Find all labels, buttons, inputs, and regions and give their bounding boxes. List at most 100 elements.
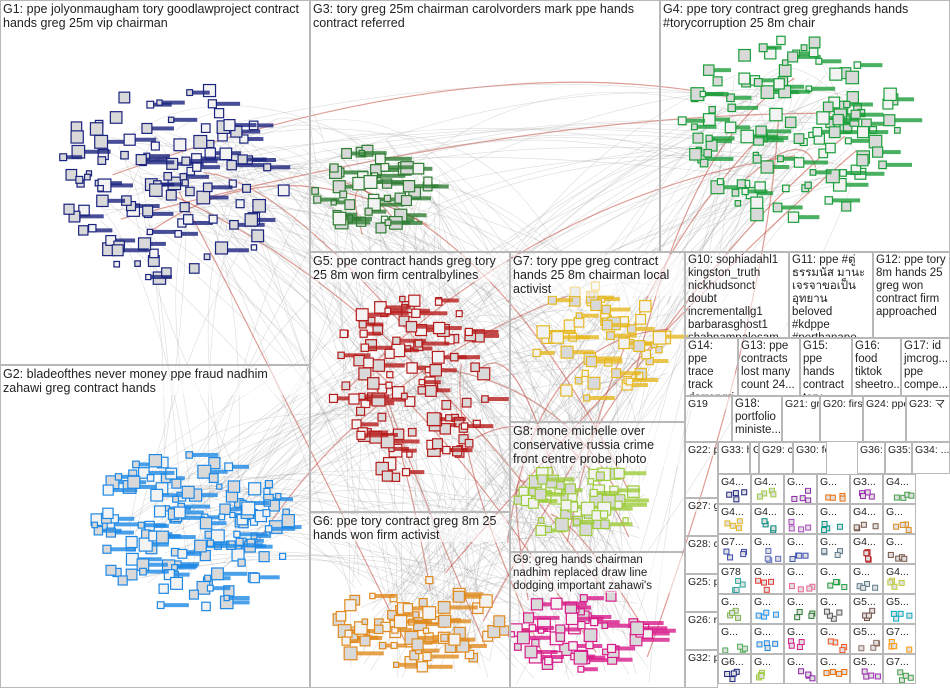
minor-group-panel: G7... — [883, 624, 916, 654]
minor-group-label: G4... — [721, 506, 748, 518]
minor-group-label: G... — [820, 566, 847, 578]
minor-group-panel: G... — [817, 474, 850, 504]
group-label-g4: G4: ppe tory contract greg greghands han… — [663, 2, 947, 30]
group-panel-g21: G21: greytfr... tillytu... — [782, 396, 820, 442]
group-label-g2: G2: bladeofthes never money ppe fraud na… — [3, 367, 307, 395]
group-label-g35: G35: tory... — [888, 444, 909, 456]
group-panel-g9: G9: greg hands chairman nadhim replaced … — [510, 552, 685, 688]
group-panel-g12: G12: ppe tory 8m hands 25 greg won contr… — [873, 252, 950, 338]
minor-group-panel: G4... — [751, 474, 784, 504]
minor-group-label: G... — [721, 626, 748, 638]
group-label-g10: G10: sophiadahl1 kingston_truth nickhuds… — [688, 254, 786, 338]
group-panel-g33: G33: hobb... — [718, 442, 750, 474]
minor-group-label: G... — [754, 596, 781, 608]
group-label-g15: G15: ppe hands contract tory day... — [803, 340, 849, 396]
group-panel-g36: G36: hos... — [857, 442, 885, 474]
group-panel-g34: G34: ... — [912, 442, 950, 474]
group-label-g14: G14: ppe trace track darrengri... billio… — [688, 340, 735, 396]
group-label-g6: G6: ppe tory contract greg 8m 25 hands w… — [313, 514, 507, 542]
group-label-g33: G33: hobb... — [721, 444, 747, 456]
minor-group-panel: G5... — [883, 594, 916, 624]
group-panel-g22: G22: ppe saly... goal... — [685, 442, 718, 498]
group-label-g25: G25: ppe... — [688, 576, 715, 588]
group-panel-g1: G1: ppe jolyonmaugham tory goodlawprojec… — [0, 0, 310, 365]
minor-group-label: G... — [787, 656, 814, 668]
minor-group-panel: G4... — [850, 534, 883, 564]
minor-group-label: G4... — [853, 506, 880, 518]
minor-group-label: G... — [754, 626, 781, 638]
minor-group-label: G... — [820, 536, 847, 548]
group-panel-g35: G35: tory... — [885, 442, 912, 474]
minor-group-panel: G... — [817, 654, 850, 684]
minor-group-label: G... — [787, 596, 814, 608]
group-panel-g20: G20: first ppe wearin... — [820, 396, 863, 442]
minor-group-label: G5... — [886, 596, 913, 608]
minor-group-label: G... — [820, 596, 847, 608]
group-panel-g29: G29: covi... — [759, 442, 793, 474]
minor-group-label: G5... — [853, 596, 880, 608]
group-label-g19: G19 — [688, 398, 729, 410]
minor-group-panel: G... — [751, 534, 784, 564]
group-label-g18: G18: portfolio ministe... — [735, 398, 779, 437]
group-panel-g6: G6: ppe tory contract greg 8m 25 hands w… — [310, 512, 510, 688]
minor-group-panel: G4... — [883, 564, 916, 594]
minor-group-panel: G... — [751, 594, 784, 624]
minor-group-panel: G5... — [850, 624, 883, 654]
minor-group-label: G... — [754, 566, 781, 578]
minor-group-label: G3... — [853, 476, 880, 488]
group-label-g21: G21: greytfr... tillytu... — [785, 398, 817, 410]
minor-group-panel: G... — [817, 564, 850, 594]
group-panel-g32: G32: ppe... — [685, 650, 718, 688]
group-label-g8: G8: mone michelle over conservative russ… — [513, 424, 682, 466]
minor-group-label: G... — [754, 656, 781, 668]
group-panel-g10: G10: sophiadahl1 kingston_truth nickhuds… — [685, 252, 789, 338]
group-panel-g19: G19 — [685, 396, 732, 442]
group-label-g36: G36: hos... — [860, 444, 882, 456]
group-label-g29: G29: covi... — [762, 444, 790, 456]
minor-group-label: G7... — [886, 626, 913, 638]
minor-group-panel: G... — [751, 654, 784, 684]
minor-group-panel: G... — [784, 474, 817, 504]
minor-group-panel: G7... — [718, 534, 751, 564]
group-panel-g27: G27: greg... — [685, 498, 718, 536]
minor-group-panel: G4... — [850, 504, 883, 534]
minor-group-panel: G... — [718, 594, 751, 624]
minor-group-panel: G4... — [718, 474, 751, 504]
group-label-g34: G34: ... — [915, 444, 947, 456]
minor-group-panel: G7... — [883, 654, 916, 684]
minor-group-panel: G... — [784, 594, 817, 624]
minor-group-panel: G78 — [718, 564, 751, 594]
minor-group-panel: G... — [784, 534, 817, 564]
minor-group-label: G... — [754, 536, 781, 548]
group-panel-g31: G31: bbl_... — [750, 442, 759, 474]
minor-group-label: G... — [820, 626, 847, 638]
minor-group-label: G... — [853, 566, 880, 578]
minor-group-label: G... — [820, 476, 847, 488]
group-label-g7: G7: tory ppe greg contract hands 25 8m c… — [513, 254, 682, 296]
group-label-g22: G22: ppe saly... goal... — [688, 444, 715, 456]
minor-group-label: G... — [886, 506, 913, 518]
group-label-g17: G17: id jmcrog... ppe compe... — [904, 340, 947, 392]
minor-group-panel: G4... — [718, 504, 751, 534]
minor-group-label: G... — [820, 506, 847, 518]
group-panel-g18: G18: portfolio ministe... — [732, 396, 782, 442]
group-label-g11: G11: ppe #ตู่ ธรรมนัส มานะ เจรจาขอเป็นอุ… — [792, 254, 870, 338]
minor-group-label: G5... — [853, 656, 880, 668]
minor-group-panel: G... — [751, 624, 784, 654]
minor-group-panel: G... — [817, 534, 850, 564]
group-panel-g16: G16: food tiktok sheetro... — [852, 338, 901, 396]
minor-group-panel: G... — [718, 624, 751, 654]
minor-group-panel: G... — [817, 504, 850, 534]
minor-group-label: G4... — [754, 506, 781, 518]
minor-group-label: G4... — [886, 476, 913, 488]
group-label-g5: G5: ppe contract hands greg tory 25 8m w… — [313, 254, 507, 282]
minor-group-label: G... — [721, 596, 748, 608]
minor-group-label: G4... — [721, 476, 748, 488]
minor-group-panel: G... — [817, 624, 850, 654]
group-label-g9: G9: greg hands chairman nadhim replaced … — [513, 554, 682, 593]
group-panel-g5: G5: ppe contract hands greg tory 25 8m w… — [310, 252, 510, 512]
minor-group-panel: G5... — [850, 594, 883, 624]
group-label-g30: G30: form... — [796, 444, 824, 456]
minor-group-label: G4... — [754, 476, 781, 488]
